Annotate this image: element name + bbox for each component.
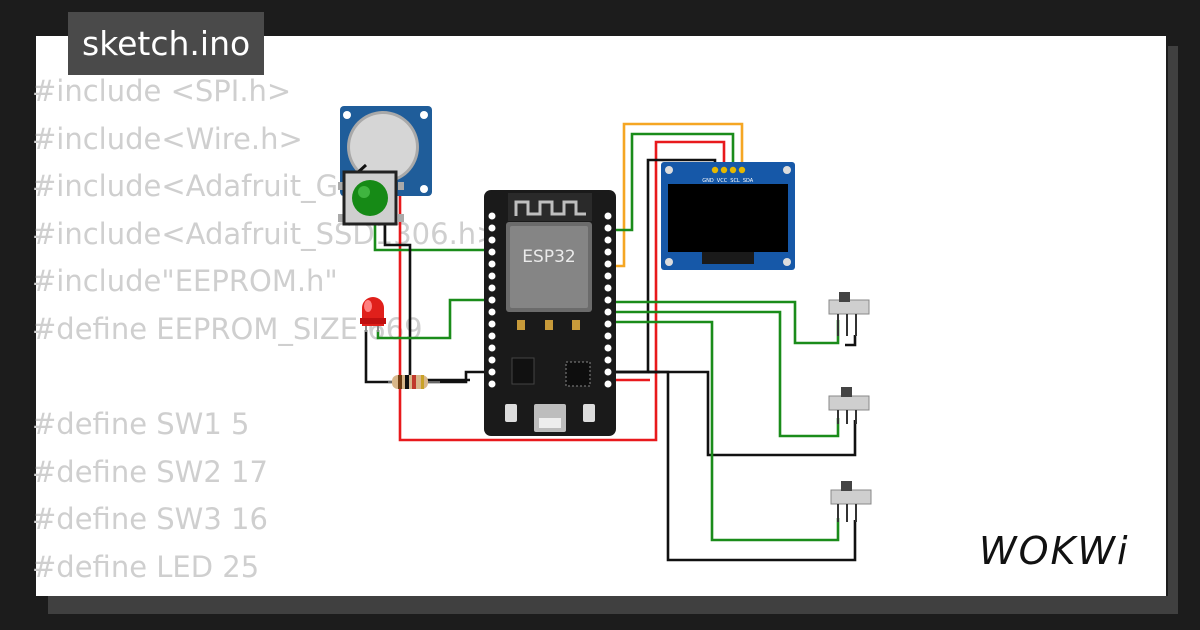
- code-line: #include <SPI.h>: [32, 74, 292, 108]
- bottom-shadow: [48, 596, 1178, 614]
- svg-text:WOKWi: WOKWi: [979, 529, 1130, 573]
- wire-gnd-sw1: [845, 335, 857, 347]
- wire-scl: [612, 132, 735, 232]
- code-line: #define SW1 5: [32, 407, 250, 442]
- sketch-filename: sketch.ino: [68, 12, 265, 75]
- wire-resistor: [420, 370, 488, 384]
- code-line: #include<Adafruit_SSD1306.h>: [32, 216, 501, 251]
- wire-gnd-sw2: [648, 370, 857, 457]
- esp32-board[interactable]: [484, 190, 616, 436]
- wire-sda: [612, 122, 744, 268]
- oled-pin-label: SCL: [730, 178, 740, 184]
- wire-button: [373, 220, 488, 252]
- code-line: #include<Wire.h>: [32, 121, 303, 156]
- wire-sw2: [612, 310, 840, 438]
- code-line: #define EEPROM_SIZE 669: [32, 311, 423, 346]
- wire-led-gnd: [364, 330, 392, 384]
- esp32-label: ESP32: [522, 247, 575, 267]
- oled-pin-label: SDA: [743, 178, 754, 184]
- wire-gnd-sw3: [612, 370, 857, 562]
- wire-sw3: [612, 320, 840, 542]
- red-led[interactable]: [360, 297, 386, 332]
- code-line: #define SW3 16: [32, 502, 268, 537]
- code-line: #include"EEPROM.h": [32, 264, 338, 299]
- oled-pin-label: VCC: [717, 178, 728, 184]
- slide-switch-2[interactable]: [828, 387, 870, 424]
- slide-switch-1[interactable]: [828, 292, 870, 336]
- wire-button-gnd: [383, 220, 470, 382]
- oled-pin-label: GND: [702, 178, 714, 184]
- code-line: #define LED 25: [32, 549, 260, 584]
- code-line: #define SW2 17: [32, 454, 268, 489]
- resistor: [388, 375, 440, 389]
- esp32-right-pins: [604, 212, 612, 388]
- wokwi-logo: WOKWi: [979, 529, 1130, 573]
- pushbutton[interactable]: [338, 170, 404, 226]
- wire-vcc: [398, 140, 726, 442]
- esp32-left-pins: [488, 212, 496, 388]
- wire-led: [376, 298, 488, 340]
- slide-switch-3[interactable]: [830, 481, 872, 522]
- oled-display[interactable]: [661, 162, 795, 270]
- code-preview: #include <SPI.h> #include<Wire.h> #include…: [32, 68, 500, 592]
